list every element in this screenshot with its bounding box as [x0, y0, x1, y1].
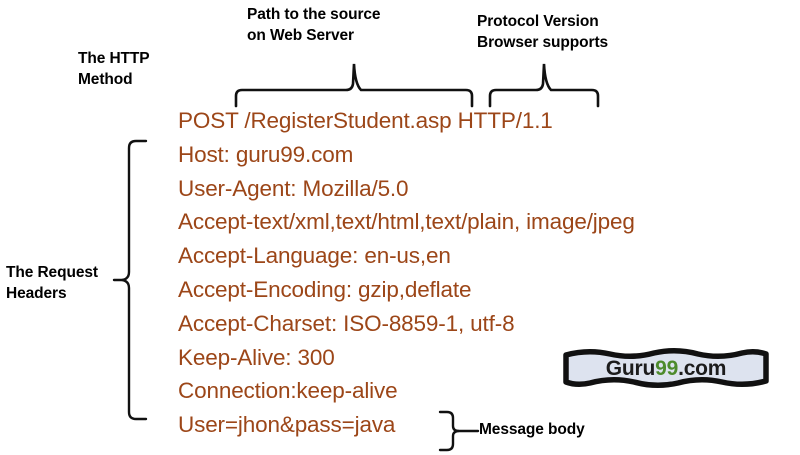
guru99-logo-text: Guru 99 .com	[562, 345, 770, 391]
logo-part-guru: Guru	[605, 356, 656, 380]
annotation-path-to-source: Path to the source on Web Server	[247, 6, 381, 44]
guru99-logo-shape-icon	[563, 348, 769, 388]
brace-path-to-source-icon	[234, 63, 474, 108]
logo-part-99: 99	[655, 356, 679, 380]
annotation-request-headers: The Request Headers	[6, 264, 98, 302]
brace-message-body-icon	[438, 410, 480, 452]
logo-part-com: .com	[678, 356, 727, 380]
message-body-line: User=jhon&pass=java	[178, 412, 396, 438]
annotation-message-body: Message body	[479, 421, 585, 438]
header-line: Accept-Language: en-us,en	[178, 243, 451, 269]
header-line: User-Agent: Mozilla/5.0	[178, 175, 409, 201]
header-line: Keep-Alive: 300	[178, 344, 335, 370]
guru99-logo: Guru 99 .com	[562, 345, 770, 391]
header-line: Host: guru99.com	[178, 141, 354, 167]
header-line: Accept-text/xml,text/html,text/plain, im…	[178, 209, 635, 235]
brace-request-headers-icon	[112, 139, 148, 421]
header-line: Connection:keep-alive	[178, 378, 398, 404]
annotation-protocol-version: Protocol Version Browser supports	[477, 13, 609, 51]
annotation-http-method: The HTTP Method	[78, 50, 150, 88]
header-line: Accept-Charset: ISO-8859-1, utf-8	[178, 310, 515, 336]
header-line: Accept-Encoding: gzip,deflate	[178, 276, 472, 302]
http-request-text: POST /RegisterStudent.asp HTTP/1.1 Host:…	[178, 104, 778, 442]
request-line: POST /RegisterStudent.asp HTTP/1.1	[178, 108, 553, 133]
brace-protocol-version-icon	[488, 63, 600, 108]
